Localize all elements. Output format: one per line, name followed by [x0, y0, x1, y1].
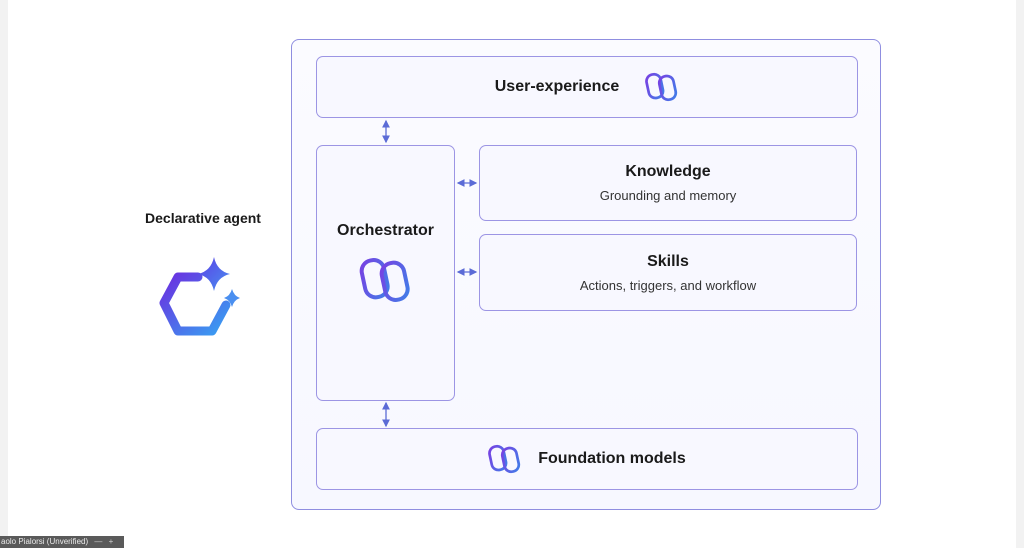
copilot-icon — [359, 258, 410, 302]
declarative-agent-icon — [159, 257, 240, 336]
add-button[interactable]: + — [108, 537, 114, 546]
orchestrator-title: Orchestrator — [337, 222, 434, 239]
foundation-models-box: Foundation models — [316, 428, 858, 490]
knowledge-title: Knowledge — [625, 163, 711, 180]
knowledge-box: Knowledge Grounding and memory — [479, 145, 857, 221]
foundation-models-title: Foundation models — [538, 450, 686, 467]
presenter-status-bar: aolo Pialorsi (Unverified) — + — [0, 536, 124, 548]
knowledge-subtitle: Grounding and memory — [599, 188, 737, 203]
connector-arrows — [382, 119, 478, 428]
copilot-icon — [645, 72, 678, 102]
skills-title: Skills — [647, 252, 689, 270]
user-experience-box: User-experience — [316, 56, 858, 118]
presenter-name: aolo Pialorsi (Unverified) — [1, 537, 89, 546]
skills-box: Skills Actions, triggers, and workflow — [479, 234, 857, 311]
architecture-frame: User-experience Orchestrator Knowledge G… — [291, 39, 881, 510]
slide: Declarative agent User-experience Orches… — [8, 0, 1016, 548]
orchestrator-box: Orchestrator — [316, 145, 455, 401]
copilot-icon — [488, 444, 521, 474]
user-experience-title: User-experience — [494, 78, 620, 95]
skills-subtitle: Actions, triggers, and workflow — [579, 277, 757, 293]
minimize-button[interactable]: — — [94, 537, 103, 546]
declarative-agent-label: Declarative agent — [145, 210, 261, 226]
